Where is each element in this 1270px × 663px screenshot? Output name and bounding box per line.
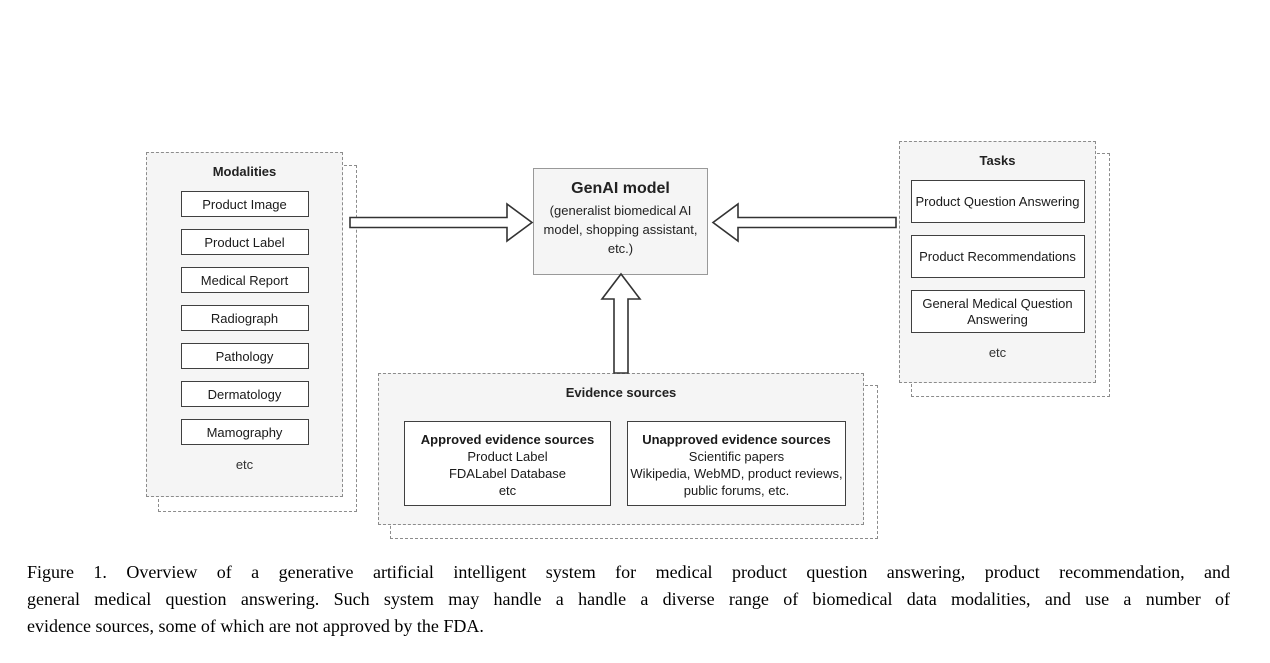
task-box-general-medical-question-answering: General Medical Question Answering bbox=[910, 290, 1085, 333]
modality-label: Mamography bbox=[206, 424, 283, 440]
caption-line: evidence sources, some of which are not … bbox=[27, 616, 484, 636]
modality-box-product-image: Product Image bbox=[180, 191, 309, 217]
approved-evidence-box: Approved evidence sources Product Label … bbox=[404, 421, 611, 506]
task-box-product-question-answering: Product Question Answering bbox=[910, 180, 1085, 223]
modalities-title: Modalities bbox=[212, 164, 277, 179]
approved-evidence-line: FDALabel Database bbox=[448, 466, 567, 481]
modality-box-mamography: Mamography bbox=[180, 419, 309, 445]
modality-box-medical-report: Medical Report bbox=[180, 267, 309, 293]
arrow-up-icon bbox=[600, 272, 642, 374]
evidence-sources-title: Evidence sources bbox=[565, 385, 677, 400]
unapproved-evidence-line: Wikipedia, WebMD, product reviews, publi… bbox=[630, 466, 843, 498]
tasks-title: Tasks bbox=[979, 153, 1016, 168]
modality-box-pathology: Pathology bbox=[180, 343, 309, 369]
genai-model-box: GenAI model (generalist biomedical AI mo… bbox=[533, 168, 708, 275]
modality-label: Medical Report bbox=[200, 272, 289, 288]
task-label: General Medical Question Answering bbox=[922, 295, 1073, 327]
task-label: Product Recommendations bbox=[919, 248, 1076, 264]
modality-label: Radiograph bbox=[210, 310, 279, 326]
modality-box-product-label: Product Label bbox=[180, 229, 309, 255]
modalities-etc-label: etc bbox=[235, 457, 254, 472]
task-box-product-recommendations: Product Recommendations bbox=[910, 235, 1085, 278]
modalities-panel: Modalities Product Image Product Label M… bbox=[146, 152, 343, 497]
task-label: Product Question Answering bbox=[915, 193, 1080, 209]
modality-label: Product Image bbox=[202, 196, 287, 212]
genai-model-subtitle: (generalist biomedical AI model, shoppin… bbox=[543, 203, 698, 256]
approved-evidence-title: Approved evidence sources bbox=[420, 432, 595, 447]
tasks-etc-label: etc bbox=[988, 345, 1007, 360]
unapproved-evidence-line: Scientific papers bbox=[688, 449, 785, 464]
modality-label: Product Label bbox=[204, 234, 285, 250]
figure-caption: Figure 1. Overview of a generative artif… bbox=[27, 559, 1230, 640]
modality-label: Pathology bbox=[215, 348, 274, 364]
modality-box-dermatology: Dermatology bbox=[180, 381, 309, 407]
caption-line: general medical question answering. Such… bbox=[27, 589, 1230, 609]
evidence-sources-panel: Evidence sources Approved evidence sourc… bbox=[378, 373, 864, 525]
tasks-panel: Tasks Product Question Answering Product… bbox=[899, 141, 1096, 383]
approved-evidence-line: etc bbox=[498, 483, 517, 498]
unapproved-evidence-title: Unapproved evidence sources bbox=[642, 432, 831, 447]
modality-label: Dermatology bbox=[207, 386, 282, 402]
approved-evidence-line: Product Label bbox=[467, 449, 548, 464]
unapproved-evidence-box: Unapproved evidence sources Scientific p… bbox=[627, 421, 846, 506]
modality-box-radiograph: Radiograph bbox=[180, 305, 309, 331]
caption-line: Figure 1. Overview of a generative artif… bbox=[27, 562, 1230, 582]
genai-model-title: GenAI model bbox=[571, 180, 670, 197]
arrow-left-icon bbox=[711, 202, 897, 243]
arrow-right-icon bbox=[349, 202, 534, 243]
